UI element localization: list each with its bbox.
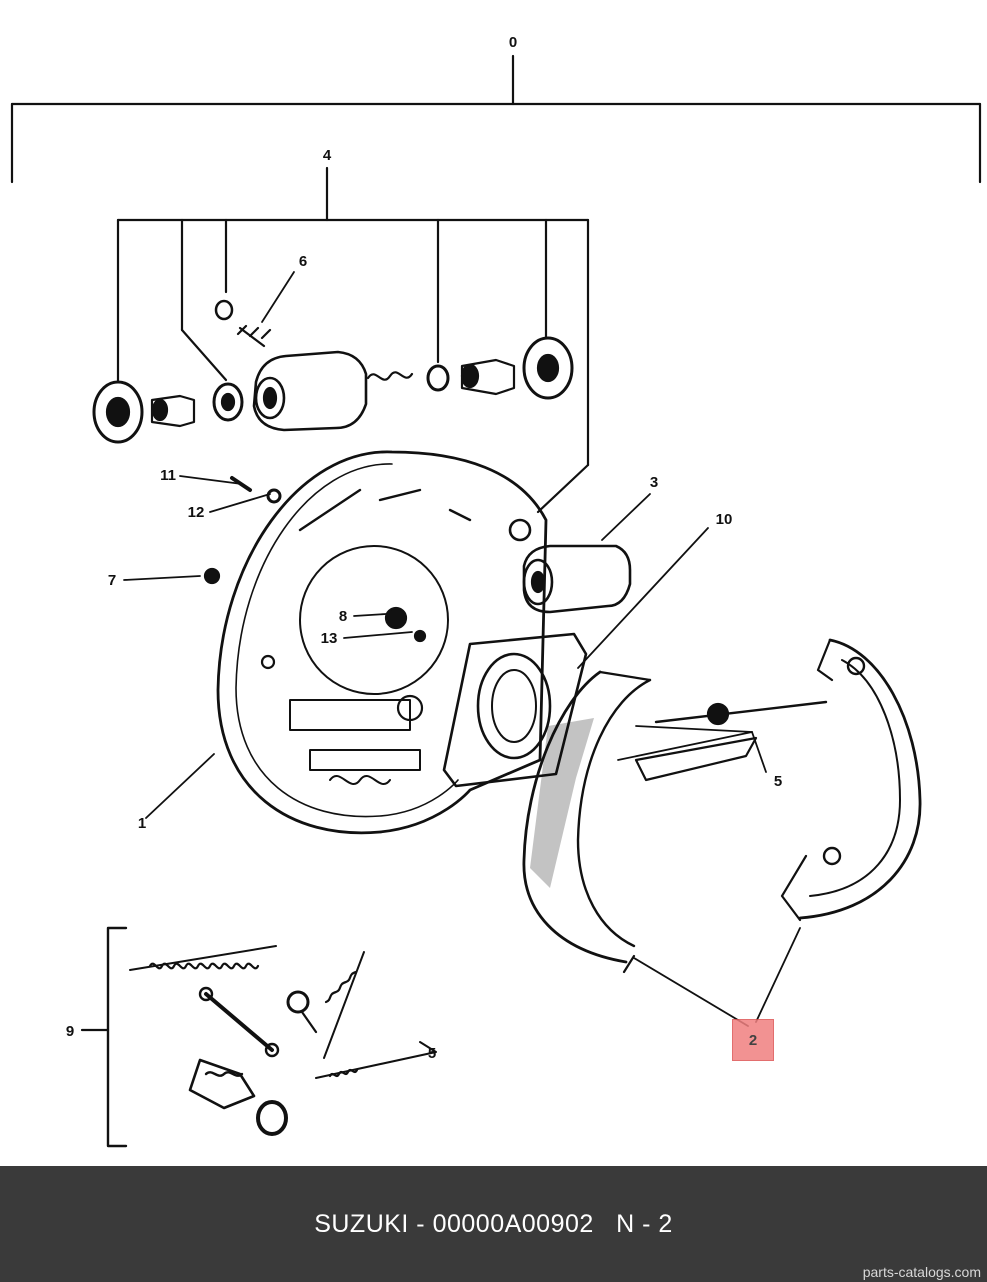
parts-diagram: 0 4 6 3 10 11 12 7 8 13 1 5 9 5 [10,34,982,1148]
watermark: parts-catalogs.com [862,1264,981,1280]
callout-5: 5 [774,773,782,790]
assembly-bracket-0 [10,54,982,184]
footer-bar: SUZUKI - 00000A00902 N - 2 parts-catalog… [0,1166,987,1282]
wheel-cylinder-kit-parts [92,299,574,444]
callout-4: 4 [323,147,332,164]
callout-1: 1 [138,815,146,832]
fasteners [203,476,282,585]
assembly-bracket-9 [80,926,128,1148]
gasket-10 [442,632,588,788]
assembly-bracket-4 [116,166,590,514]
catalog-title: SUZUKI - 00000A00902 N - 2 [314,1210,673,1238]
callout-3: 3 [650,474,658,491]
callout-10: 10 [716,511,733,528]
callout-5-kit: 5 [428,1045,436,1062]
wheel-cylinder-3 [522,544,632,614]
highlighted-part-2-marker[interactable]: 2 [732,1019,774,1061]
backing-plate [216,450,548,835]
leader-lines [123,271,801,1027]
brake-shoe-left [522,670,652,974]
adjuster-strut-5 [634,700,828,782]
callout-9: 9 [66,1023,74,1040]
callout-12: 12 [188,504,205,521]
brake-shoe-right [780,638,922,922]
callout-7: 7 [108,572,116,589]
callout-6: 6 [299,253,307,270]
callout-13: 13 [321,630,338,647]
callout-2: 2 [748,1031,758,1049]
callout-11: 11 [160,467,176,484]
callout-0: 0 [509,34,517,51]
hardware-kit-parts [129,945,437,1136]
callout-8: 8 [339,608,347,625]
